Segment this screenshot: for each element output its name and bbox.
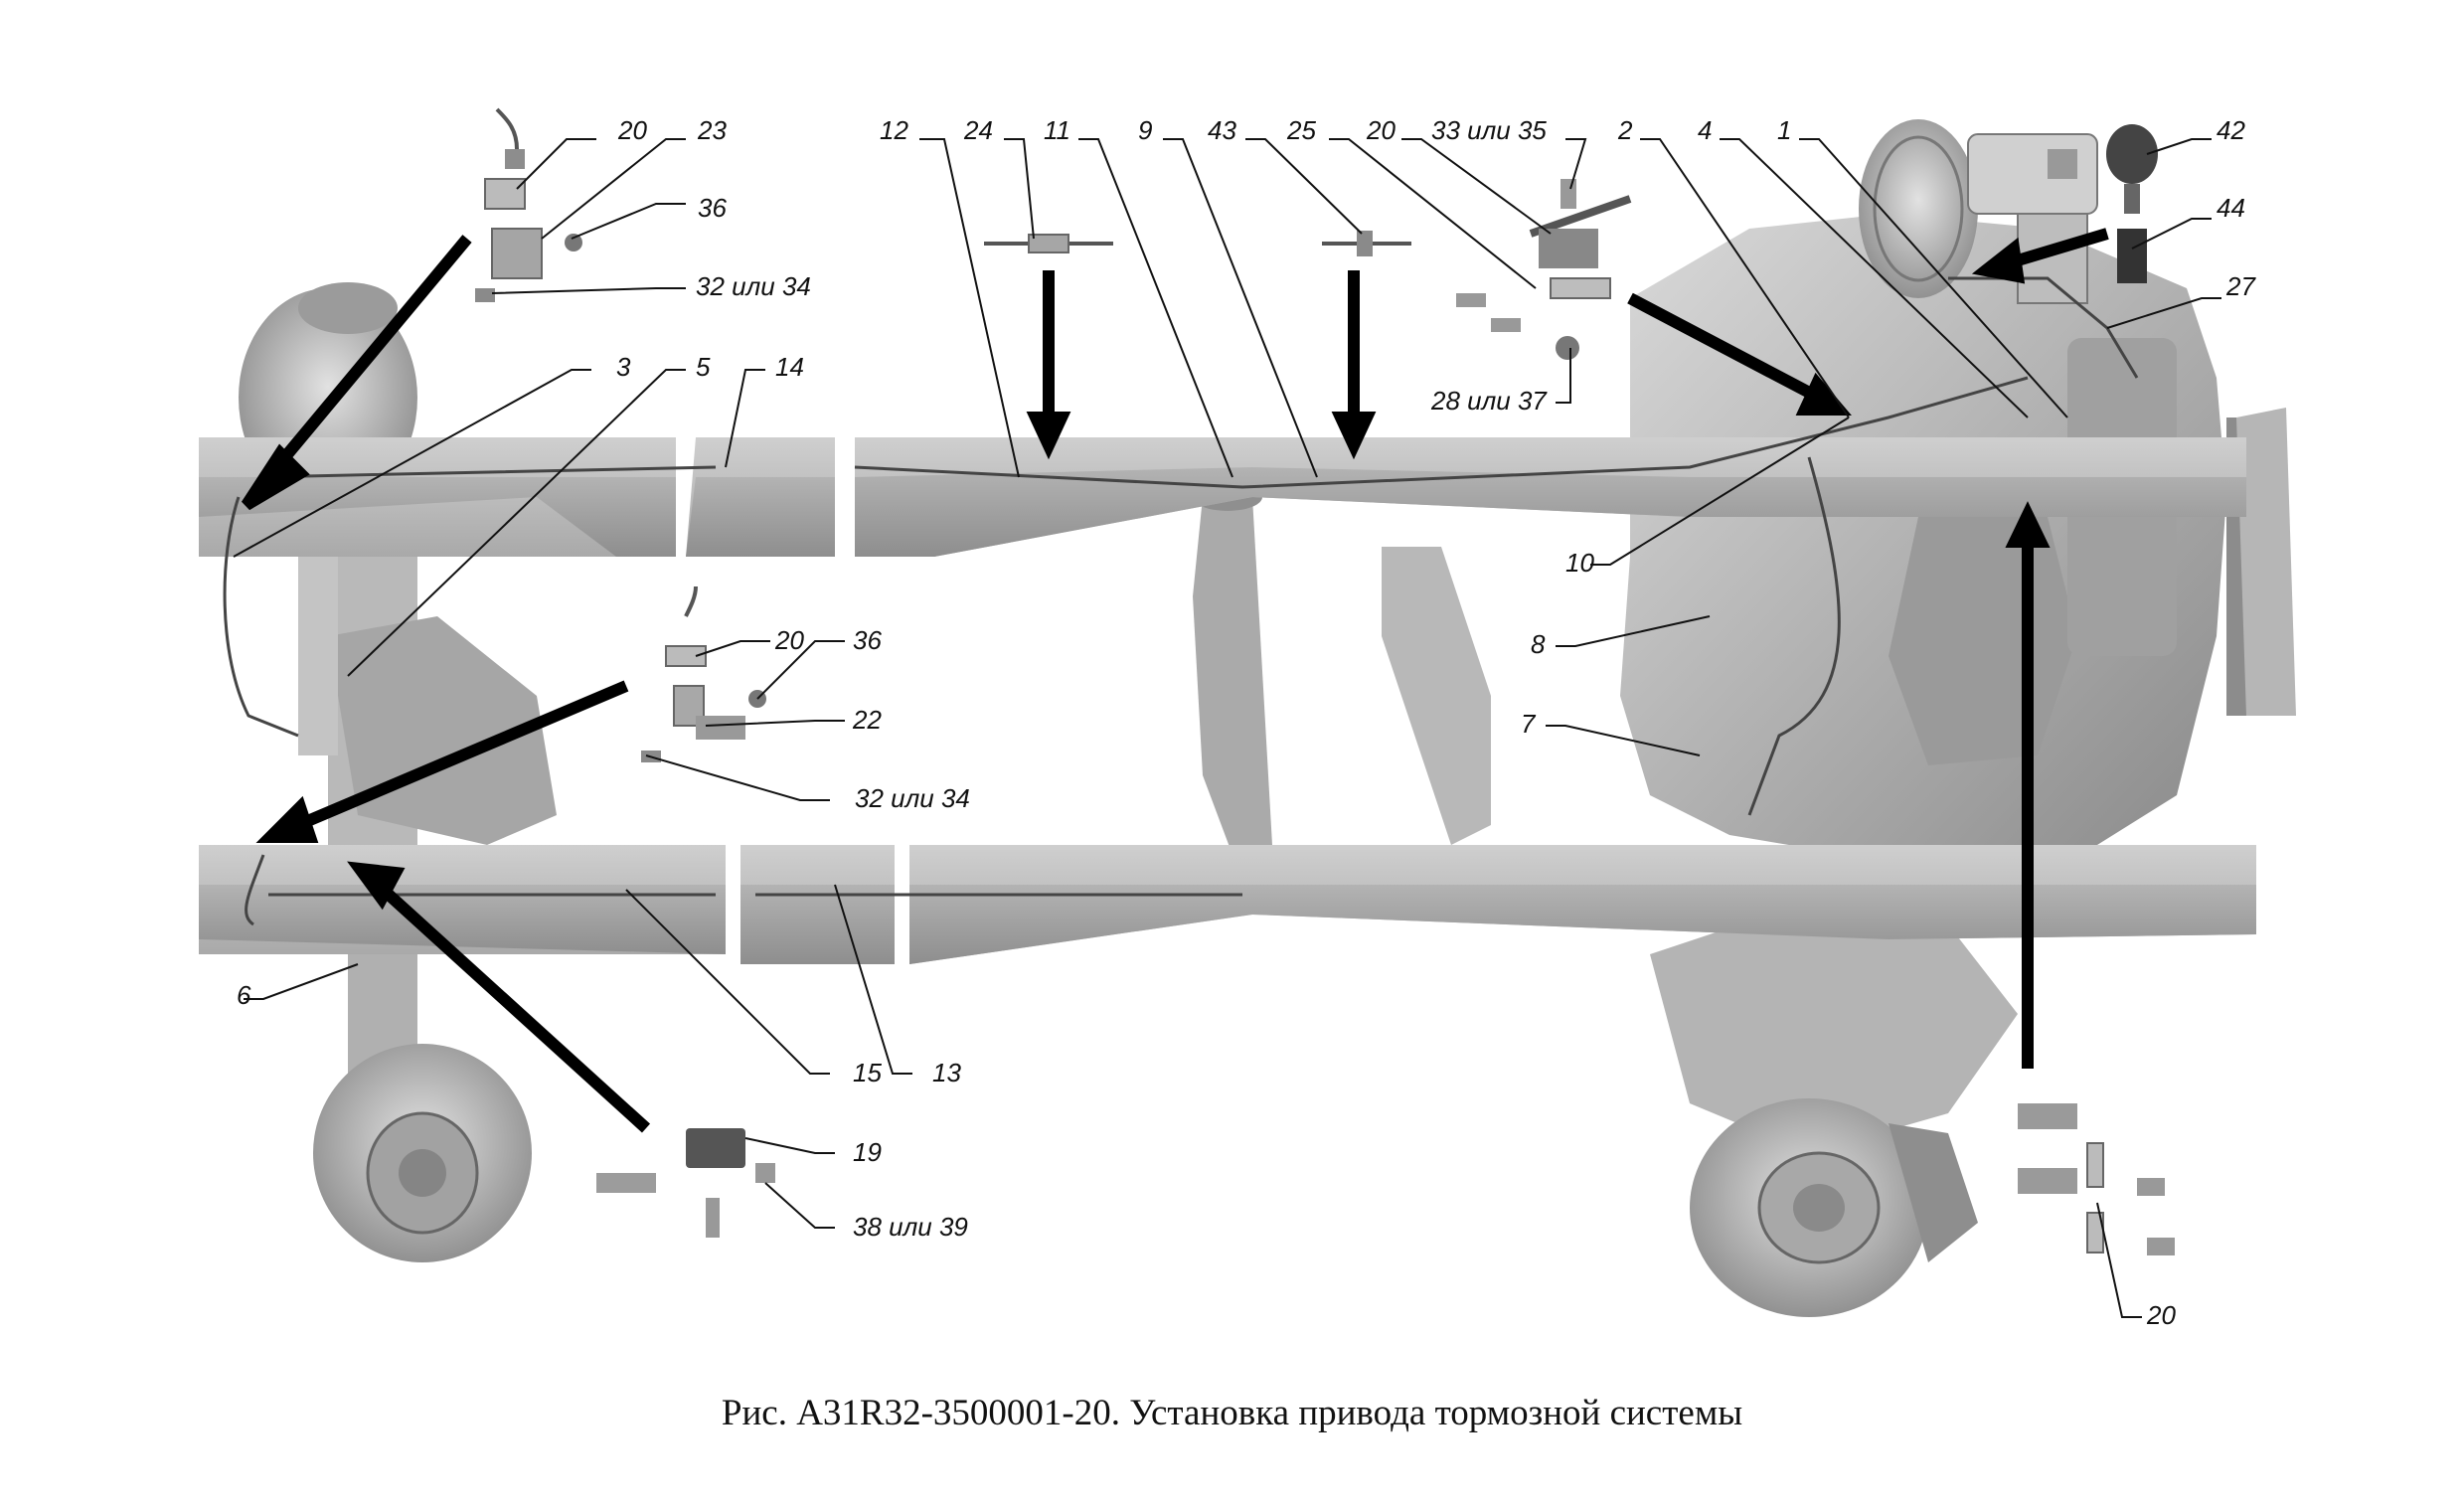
callout-36-top-left: 36 <box>698 193 727 223</box>
callout-6: 6 <box>237 980 251 1010</box>
detail-cap-44 <box>2117 229 2147 283</box>
detail-tc <box>1456 179 1632 360</box>
callout-13: 13 <box>932 1058 961 1087</box>
leader-lines <box>233 138 2221 1318</box>
callout-19: 19 <box>853 1137 882 1167</box>
engine-assembly <box>1620 214 2296 855</box>
callout-9: 9 <box>1138 115 1152 145</box>
brake-booster <box>1859 119 1978 298</box>
callout-24: 24 <box>963 115 993 145</box>
callout-8: 8 <box>1531 629 1546 659</box>
callout-12: 12 <box>880 115 908 145</box>
rear-axle <box>239 282 557 1262</box>
front-hub <box>1650 915 2018 1317</box>
callout-5: 5 <box>696 352 711 382</box>
callout-32-or-34-top-left: 32 или 34 <box>696 271 811 301</box>
figure-caption: Рис. А31R32-3500001-20. Установка привод… <box>721 1393 1743 1433</box>
callout-3: 3 <box>616 352 631 382</box>
crossmember <box>1382 547 1491 845</box>
detail-connector-24 <box>984 234 1113 253</box>
callout-4: 4 <box>1698 115 1712 145</box>
callout-25: 25 <box>1286 115 1316 145</box>
callout-32-or-34-mid-left: 32 или 34 <box>855 783 970 813</box>
detail-switch-42 <box>2106 124 2158 214</box>
callout-43: 43 <box>1208 115 1236 145</box>
callout-labels: 20 23 36 32 или 34 3 5 14 20 36 22 32 ил… <box>237 115 2256 1330</box>
callout-10: 10 <box>1565 548 1594 578</box>
callout-7: 7 <box>1521 709 1537 739</box>
callout-27: 27 <box>2225 271 2256 301</box>
callout-2: 2 <box>1617 115 1633 145</box>
callout-11: 11 <box>1044 115 1070 145</box>
callout-22: 22 <box>852 705 882 735</box>
callout-15: 15 <box>853 1058 882 1087</box>
callout-20-top-center: 20 <box>1366 115 1396 145</box>
frame-rail-upper <box>199 437 2246 557</box>
callout-14: 14 <box>775 352 804 382</box>
indicator-arrows <box>241 228 2109 1133</box>
propeller-shaft <box>1193 483 1272 855</box>
callout-20-bottom-right: 20 <box>2146 1300 2176 1330</box>
callout-20-top-left: 20 <box>617 115 647 145</box>
detail-br <box>2018 1103 2175 1255</box>
callout-42: 42 <box>2217 115 2245 145</box>
detail-clip-43 <box>1322 231 1411 256</box>
callout-36-mid-left: 36 <box>853 625 882 655</box>
callout-38-or-39: 38 или 39 <box>853 1212 968 1242</box>
callout-23: 23 <box>697 115 727 145</box>
callout-33-or-35: 33 или 35 <box>1431 115 1547 145</box>
detail-tee-19 <box>596 1128 775 1238</box>
callout-20-mid-left: 20 <box>774 625 804 655</box>
callout-28-or-37: 28 или 37 <box>1430 386 1548 416</box>
callout-1: 1 <box>1777 115 1791 145</box>
detail-tl <box>475 107 582 302</box>
callout-44: 44 <box>2217 193 2245 223</box>
detail-ml <box>641 585 766 762</box>
frame-rail-lower <box>199 845 2256 964</box>
